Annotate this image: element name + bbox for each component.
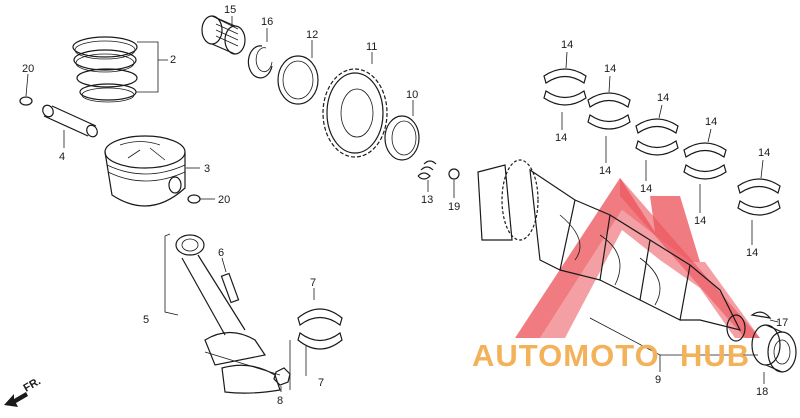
callout-14: 14 — [604, 63, 616, 75]
needle-bearing — [201, 15, 246, 55]
callout-14: 14 — [640, 183, 652, 195]
dowel-pin — [448, 168, 460, 198]
callout-20-lower: 20 — [218, 194, 230, 206]
front-label: FR. — [22, 375, 43, 394]
callout-7-lower: 7 — [318, 377, 324, 389]
callout-14: 14 — [705, 116, 717, 128]
oil-seal — [384, 100, 420, 161]
callout-14: 14 — [657, 92, 669, 104]
callout-9: 9 — [655, 374, 661, 386]
piston-pin-clip-upper — [19, 73, 33, 106]
piston — [104, 135, 200, 207]
callout-14: 14 — [555, 132, 567, 144]
thrust-washer — [277, 40, 319, 105]
rod-bearing — [297, 288, 343, 376]
callout-14: 14 — [694, 215, 706, 227]
callout-12: 12 — [306, 29, 318, 41]
callout-15: 15 — [224, 4, 236, 16]
callout-18: 18 — [756, 386, 768, 398]
callout-2: 2 — [170, 54, 176, 66]
callout-16: 16 — [261, 16, 273, 28]
callout-8: 8 — [277, 395, 283, 407]
callout-14: 14 — [746, 247, 758, 259]
crank-bearing — [751, 324, 797, 384]
callout-14: 14 — [561, 39, 573, 51]
rod-bolt — [220, 257, 240, 304]
callout-10: 10 — [406, 89, 418, 101]
watermark-logo — [515, 178, 760, 338]
callout-6: 6 — [218, 247, 224, 259]
callout-17: 17 — [776, 317, 788, 329]
callout-14-leaders — [561, 51, 764, 245]
cam-sprocket — [322, 52, 388, 158]
callout-14: 14 — [758, 147, 770, 159]
callout-5: 5 — [143, 314, 149, 326]
callout-20-upper: 20 — [22, 63, 34, 75]
piston-rings — [72, 36, 168, 103]
watermark-right: HUB — [680, 338, 750, 373]
callout-19: 19 — [448, 201, 460, 213]
callout-13: 13 — [421, 194, 433, 206]
watermark-text: AUTOMOTO HUB — [472, 338, 750, 373]
connecting-rod — [164, 233, 291, 394]
callout-14: 14 — [599, 165, 611, 177]
callout-labels: 2 20 4 3 20 5 6 7 7 8 15 16 12 11 10 13 … — [22, 4, 788, 407]
callout-11: 11 — [366, 41, 377, 53]
rod-nut — [273, 367, 291, 392]
watermark-left: AUTOMOTO — [472, 338, 660, 373]
main-bearings — [543, 68, 781, 216]
callout-3: 3 — [204, 163, 210, 175]
callout-7-upper: 7 — [310, 277, 316, 289]
front-direction-arrow: FR. — [4, 375, 43, 407]
piston-pin-clip-lower — [187, 194, 215, 204]
callout-4: 4 — [59, 151, 65, 163]
snap-ring — [247, 28, 273, 79]
piston-pin — [42, 104, 98, 148]
woodruff-key — [750, 311, 779, 323]
spring — [417, 160, 437, 192]
crankshaft — [477, 159, 758, 372]
